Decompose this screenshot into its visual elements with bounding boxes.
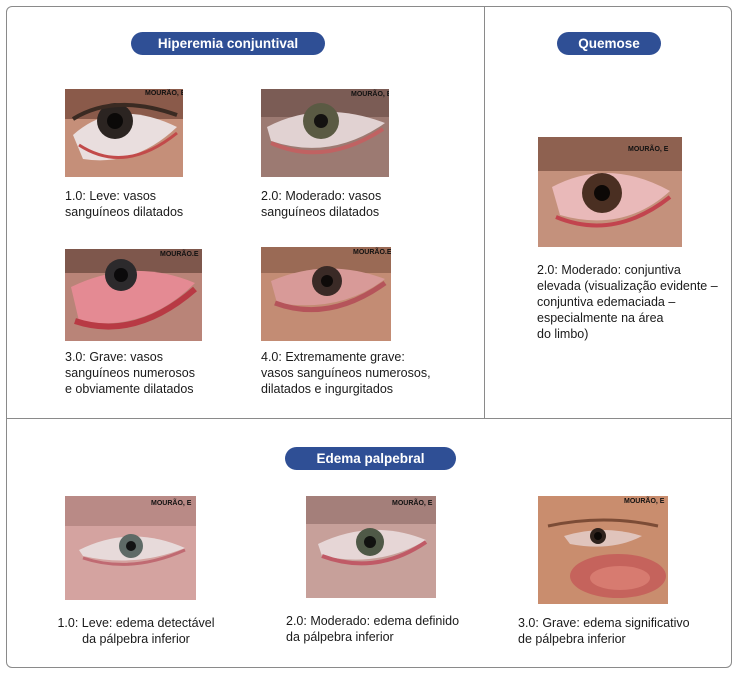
figure-frame: [6, 6, 732, 668]
caption-quemose-moderado: 2.0: Moderado: conjuntiva elevada (visua…: [537, 263, 718, 341]
caption-hiperemia-leve: 1.0: Leve: vasos sanguíneos dilatados: [65, 189, 184, 219]
eye-photo-hiperemia-moderado: MOURÃO, E: [261, 89, 389, 177]
eye-photo-quemose: MOURÃO, E: [538, 137, 682, 247]
watermark-text: MOURÃO, E: [151, 498, 192, 507]
watermark-text: MOURÃO, E: [145, 89, 183, 97]
watermark-text: MOURÃO, E: [624, 496, 665, 505]
section-title-quemose: Quemose: [557, 32, 661, 55]
watermark-text: MOURÃO.E: [353, 247, 391, 256]
eye-photo-edema-grave: MOURÃO, E: [538, 496, 668, 604]
caption-hiperemia-moderado: 2.0: Moderado: vasos sanguíneos dilatado…: [261, 189, 382, 219]
watermark-text: MOURÃO, E: [628, 144, 669, 153]
watermark-text: MOURÃO, E: [351, 89, 389, 98]
watermark-text: MOURÃO.E: [160, 249, 199, 258]
caption-edema-moderado: 2.0: Moderado: edema definido da pálpebr…: [286, 614, 460, 644]
horizontal-divider: [7, 418, 731, 419]
section-title-edema: Edema palpebral: [285, 447, 456, 470]
caption-edema-leve: 1.0: Leve: edema detectável da pálpebra …: [57, 616, 215, 646]
caption-hiperemia-extremamente-grave: 4.0: Extremamente grave: vasos sanguíneo…: [261, 350, 431, 396]
eye-photo-hiperemia-extremamente-grave: MOURÃO.E: [261, 247, 391, 341]
caption-hiperemia-grave: 3.0: Grave: vasos sanguíneos numerosos e…: [65, 350, 195, 396]
eye-photo-edema-leve: MOURÃO, E: [65, 496, 196, 600]
eye-photo-hiperemia-leve: MOURÃO, E: [65, 89, 183, 177]
watermark-text: MOURÃO, E: [392, 498, 433, 507]
section-title-hiperemia: Hiperemia conjuntival: [131, 32, 325, 55]
caption-edema-grave: 3.0: Grave: edema significativo de pálpe…: [518, 616, 690, 646]
vertical-divider: [484, 7, 485, 418]
eye-photo-hiperemia-grave: MOURÃO.E: [65, 249, 202, 341]
eye-photo-edema-moderado: MOURÃO, E: [306, 496, 436, 598]
